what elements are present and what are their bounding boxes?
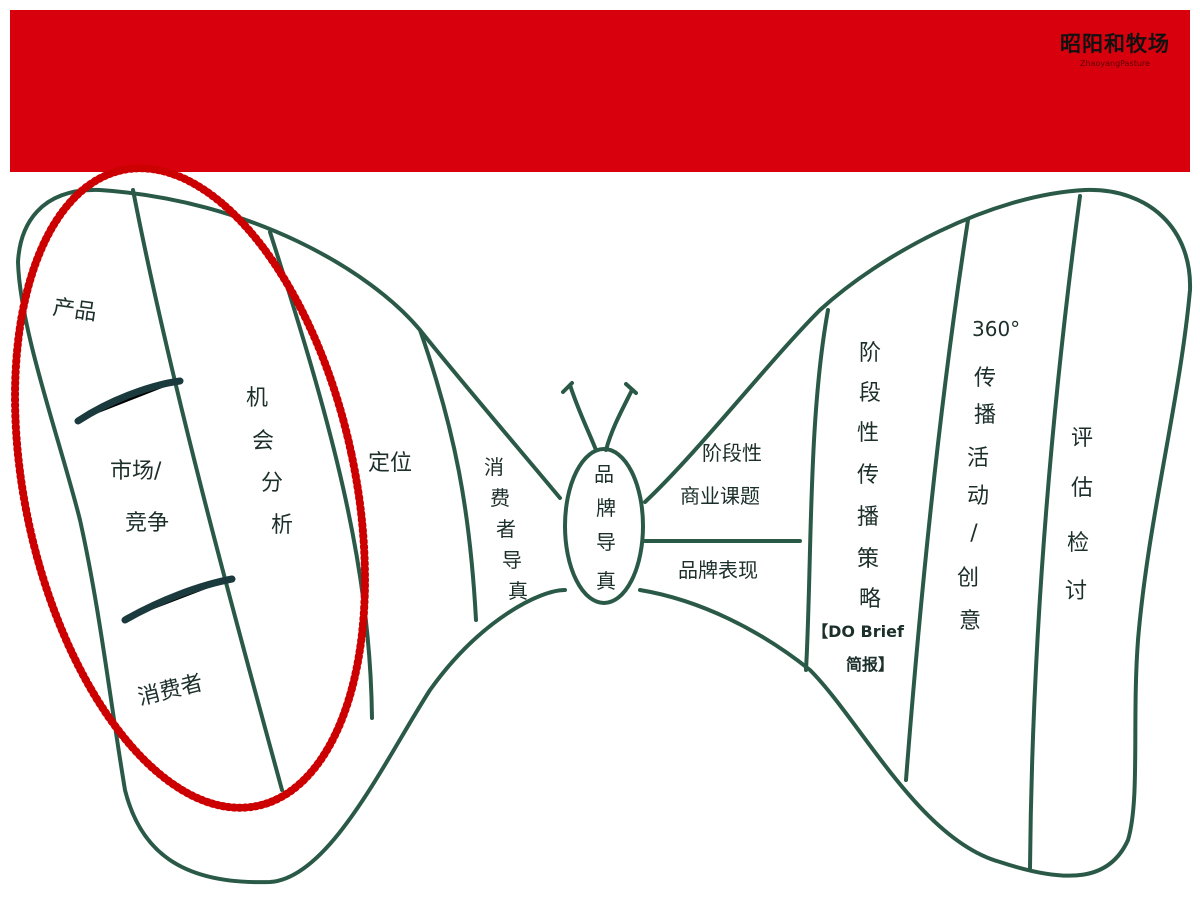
competition-label: 竞争: [125, 511, 169, 536]
consumer-insight-char-2: 费: [490, 486, 510, 510]
evaluation-char-4: 讨: [1065, 579, 1087, 604]
campaign-char-7: 意: [959, 609, 981, 634]
body-label-4: 真: [596, 569, 616, 593]
body-label-1: 品: [594, 462, 614, 486]
body-label-3: 导: [596, 530, 616, 554]
evaluation-char-1: 评: [1071, 426, 1093, 451]
right-divider-2: [904, 218, 970, 782]
right-wing-outline: [638, 187, 1193, 878]
strategy-char-2: 段: [859, 381, 881, 406]
consumer-insight-char-5: 真: [508, 579, 528, 603]
business-issue-label-1: 阶段性: [702, 441, 762, 465]
opportunity-char-1: 机: [246, 386, 268, 411]
campaign-char-1: 传: [974, 366, 996, 391]
strategy-char-4: 传: [857, 463, 879, 488]
evaluation-char-3: 检: [1067, 531, 1089, 556]
opportunity-char-2: 会: [252, 429, 274, 454]
column-separator-2: [121, 575, 236, 624]
campaign-char-5: /: [970, 521, 978, 546]
butterfly-body: [563, 447, 645, 605]
left-divider-2: [268, 230, 374, 720]
strategy-char-3: 性: [857, 421, 879, 446]
consumer-insight-char-4: 导: [502, 548, 522, 572]
campaign-char-2: 播: [974, 403, 996, 428]
body-label-2: 牌: [596, 496, 616, 520]
consumer-label: 消费者: [135, 671, 205, 711]
campaign-char-6: 创: [957, 566, 979, 591]
highlight-ellipse: [11, 164, 369, 812]
opportunity-char-3: 分: [261, 471, 283, 496]
campaign-char-3: 活: [967, 446, 989, 471]
right-divider-3: [1028, 194, 1082, 870]
positioning-label: 定位: [368, 451, 412, 476]
strategy-char-5: 播: [857, 505, 879, 530]
business-issue-label-2: 商业课题: [680, 484, 760, 508]
left-divider-3: [418, 328, 478, 622]
strategy-char-7: 略: [859, 587, 881, 612]
evaluation-char-2: 估: [1071, 476, 1093, 501]
product-label: 产品: [51, 295, 98, 326]
right-antenna: [604, 382, 638, 452]
left-antenna: [561, 381, 598, 452]
market-label: 市场/: [110, 459, 162, 484]
brief-summary-label: 简报】: [846, 655, 894, 674]
strategy-char-6: 策: [857, 547, 879, 572]
opportunity-char-4: 析: [271, 513, 293, 538]
logo-subtitle: ZhaoyangPasture: [1080, 59, 1150, 68]
header-banner: 昭阳和牧场 ZhaoyangPasture: [10, 10, 1190, 172]
consumer-insight-char-1: 消: [484, 455, 504, 479]
right-divider-1: [804, 308, 830, 672]
left-wing-outline: [16, 187, 567, 885]
consumer-insight-char-3: 者: [496, 517, 516, 541]
column-separator-1: [74, 377, 184, 425]
degree-360-label: 360°: [972, 317, 1020, 341]
do-brief-label: 【DO Brief: [812, 622, 905, 641]
brand-logo: 昭阳和牧场 ZhaoyangPasture: [1060, 28, 1170, 68]
strategy-char-1: 阶: [859, 341, 881, 366]
campaign-char-4: 动: [967, 484, 989, 509]
brand-performance-label: 品牌表现: [678, 558, 758, 582]
left-divider-1: [131, 188, 284, 792]
logo-text: 昭阳和牧场: [1060, 32, 1170, 56]
